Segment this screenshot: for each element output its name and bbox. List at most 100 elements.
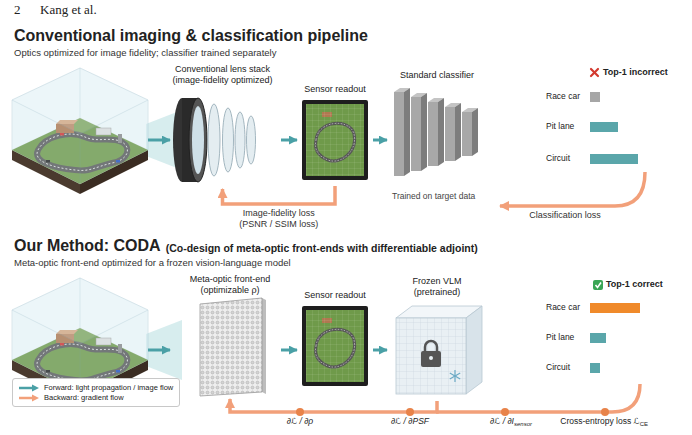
legend-sample — [18, 394, 40, 402]
vlm-cube — [466, 306, 482, 394]
vlm-cube — [429, 356, 433, 360]
classifier-layers — [472, 108, 478, 156]
classifier-layers — [411, 97, 421, 171]
class-label: Circuit — [546, 154, 570, 164]
vlm-cube — [421, 351, 441, 367]
gradient-dot — [296, 408, 609, 416]
legend-text: Backward: gradient flow — [44, 393, 124, 402]
loss-label: Classification loss — [529, 210, 601, 220]
lens-stack — [192, 106, 204, 174]
lens-stack — [208, 104, 220, 176]
classifier-layers — [428, 102, 438, 166]
legend-sample — [18, 384, 40, 392]
vlm-cube — [450, 373, 460, 379]
classifier-layers — [421, 93, 427, 171]
edge-label: Image-fidelity loss (PSNR / SSIM loss) — [231, 208, 327, 230]
score-bar — [590, 363, 600, 373]
lens-stack — [223, 108, 234, 172]
gradient-label: ∂ℒ / ∂PSF — [391, 417, 429, 427]
gradient-arrow — [223, 186, 336, 204]
section-heading: Conventional imaging & classification pi… — [14, 27, 368, 45]
sensor-node: Sensor readout — [298, 290, 372, 390]
vlm-cube — [396, 306, 482, 394]
cross-icon — [591, 69, 598, 76]
lens-stack — [235, 112, 245, 168]
classifier-node: Standard classifier — [388, 70, 486, 188]
forward-arrow — [281, 349, 297, 352]
legend-sample — [19, 396, 33, 399]
score-bar — [590, 92, 600, 102]
vlm-cube — [396, 318, 466, 394]
running-header: Kang et al. — [40, 3, 97, 18]
cross-icon — [591, 69, 598, 76]
vlm-cube — [450, 370, 460, 382]
note: Trained on target data — [392, 192, 475, 202]
loss-label: Cross-entropy loss ℒ — [560, 417, 639, 427]
legend-row: Backward: gradient flow — [18, 393, 174, 402]
legend-text: Forward: light propagation / image flow — [44, 383, 173, 392]
gradient-dot — [501, 408, 509, 416]
gradient-arrow — [230, 399, 437, 412]
lens-stack — [189, 98, 207, 182]
classifier-layers — [394, 92, 404, 176]
lens-stack — [173, 98, 256, 182]
score-bar — [590, 92, 640, 373]
sensor-image — [302, 306, 368, 386]
score-bar — [590, 303, 640, 313]
page-number: 2 — [14, 3, 21, 18]
forward-arrow — [373, 349, 387, 352]
cross-icon — [591, 69, 598, 76]
class-label: Pit lane — [546, 333, 574, 343]
score-bar — [590, 333, 606, 343]
score-bar — [590, 154, 638, 164]
classifier-layers — [445, 107, 455, 161]
legend: Forward: light propagation / image flowB… — [12, 378, 180, 407]
classifier-layers — [404, 88, 410, 176]
gradient-dot — [406, 408, 414, 416]
forward-arrow — [281, 139, 297, 142]
check-icon — [596, 283, 602, 288]
result-label: Top-1 correct — [606, 279, 663, 289]
gradient-dot — [601, 408, 609, 416]
node-label: Frozen VLM (pretrained) — [388, 276, 486, 298]
legend-sample — [32, 394, 39, 401]
diorama-scene — [12, 68, 182, 194]
vlm-cube — [425, 341, 437, 352]
diorama-scene — [12, 68, 182, 194]
sensor-image — [302, 306, 368, 386]
meta-optic-panel — [262, 298, 266, 394]
classifier-layers — [438, 98, 444, 166]
gradient-dot — [296, 408, 304, 416]
meta-optic-node: Meta-optic front-end (optimizable ρ) — [180, 274, 280, 398]
meta-optic-panel — [200, 298, 266, 396]
result-label: Top-1 incorrect — [603, 67, 668, 77]
node-label: Meta-optic front-end (optimizable ρ) — [180, 274, 280, 296]
score-bar — [590, 122, 618, 132]
check-icon — [593, 280, 603, 290]
sensor-image — [302, 100, 368, 180]
legend-row: Forward: light propagation / image flow — [18, 383, 174, 392]
section-heading: Our Method: CODA — [14, 237, 161, 255]
classifier-layers — [394, 88, 478, 176]
gradient-subscript: sensor — [514, 421, 532, 428]
class-label: Race car — [546, 303, 580, 313]
meta-optic-panel — [200, 298, 262, 396]
node-label: Conventional lens stack (image-fidelity … — [165, 64, 280, 86]
section-subtitle: Meta-optic front-end optimized for a fro… — [14, 258, 291, 269]
legend-sample — [19, 386, 33, 389]
lens-stack — [247, 116, 256, 164]
sensor-image — [302, 100, 368, 180]
node-label: Sensor readout — [298, 84, 372, 95]
classifier-layers — [455, 103, 461, 161]
class-label: Circuit — [546, 363, 570, 373]
gradient-arrow — [500, 172, 645, 206]
section-subtitle: Optics optimized for image fidelity; cla… — [14, 48, 276, 59]
sensor-node: Sensor readout — [298, 84, 372, 185]
loss-subscript: CE — [640, 421, 648, 428]
forward-arrow — [373, 139, 387, 142]
gradient-label: ∂ℒ / ∂ρ — [287, 417, 313, 427]
gradient-label: ∂ℒ / ∂I — [490, 417, 514, 427]
class-label: Race car — [546, 92, 580, 102]
check-icon — [593, 280, 603, 290]
